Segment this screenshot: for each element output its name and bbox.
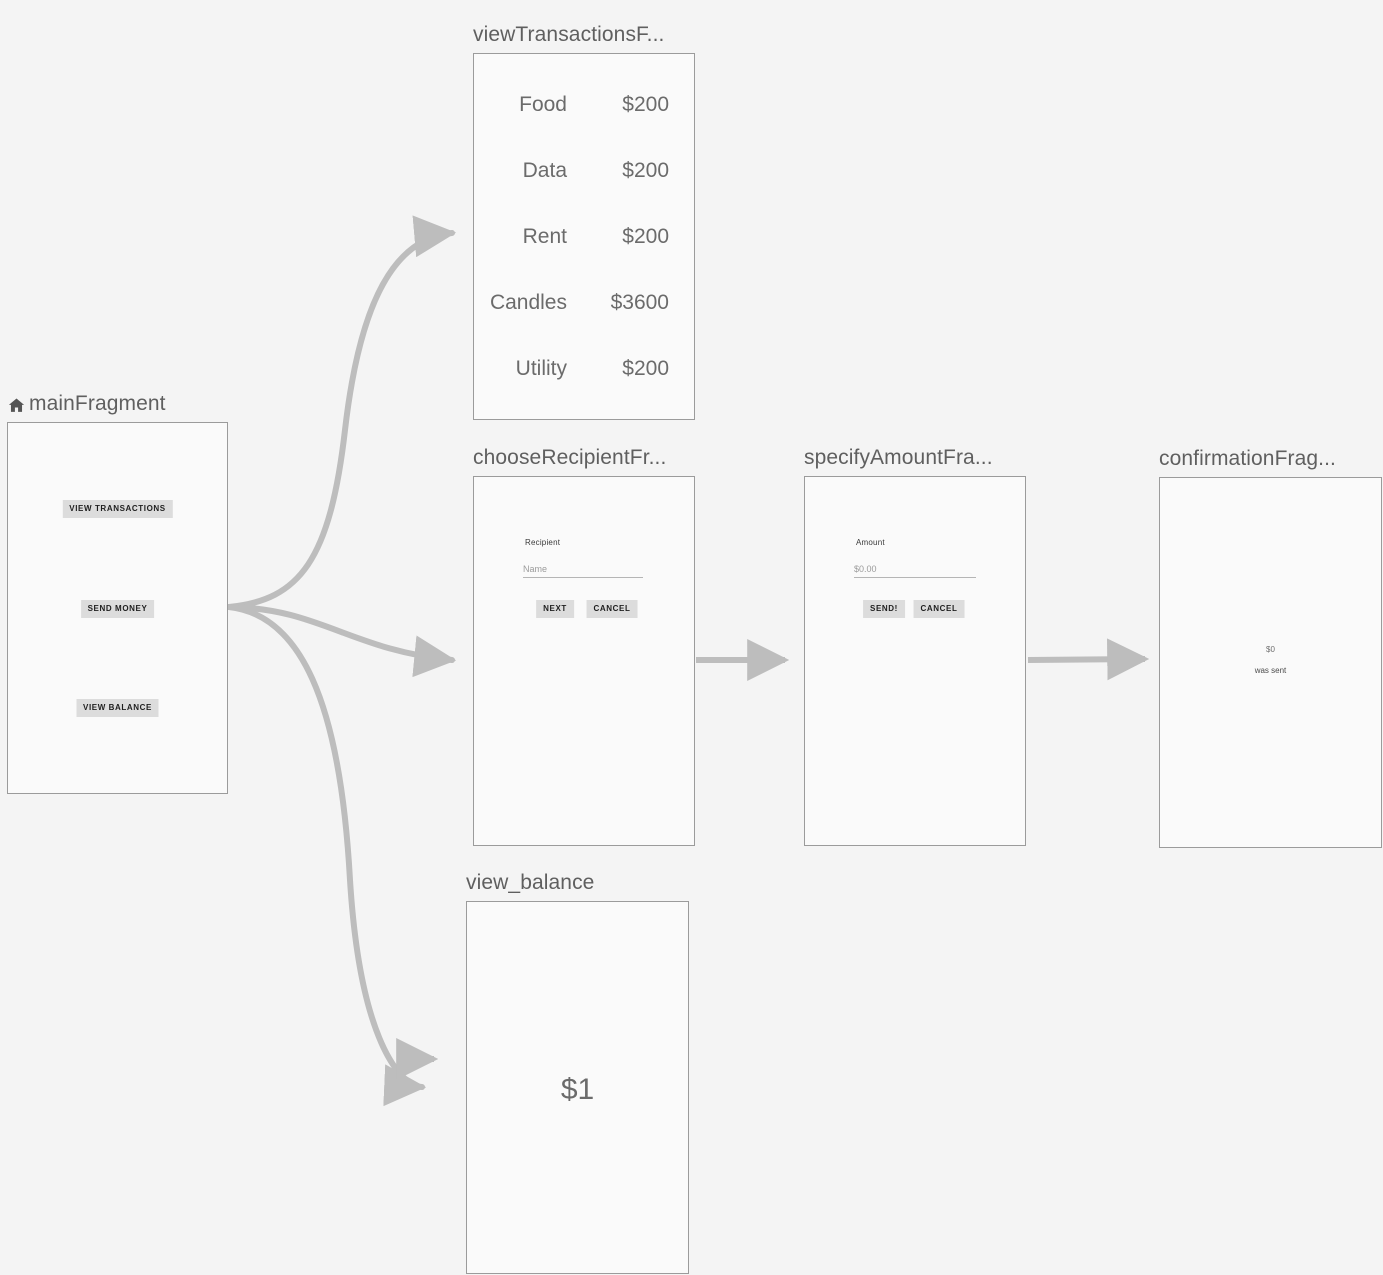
edge-main-to-view-balance bbox=[226, 604, 427, 1107]
node-frame bbox=[466, 901, 689, 1274]
edge-main-to-transactions bbox=[226, 215, 457, 610]
node-confirmation-fragment[interactable]: confirmationFrag... $0 was sent bbox=[1159, 447, 1382, 848]
specify-amount-form: Amount $0.00 SEND! CANCEL bbox=[804, 476, 1026, 846]
edge-main-to-choose-recipient bbox=[226, 604, 457, 678]
table-row: Rent $200 bbox=[473, 225, 695, 249]
recipient-input[interactable]: Name bbox=[523, 564, 643, 578]
view-balance-content: $1 bbox=[466, 901, 689, 1274]
node-view-transactions-fragment[interactable]: viewTransactionsF... Food $200 Data $200… bbox=[473, 23, 695, 420]
transaction-amount: $200 bbox=[622, 93, 669, 116]
transaction-amount: $200 bbox=[622, 225, 669, 248]
confirmation-content: $0 was sent bbox=[1159, 477, 1382, 848]
transaction-name: Data bbox=[522, 159, 567, 182]
node-title-view-transactions: viewTransactionsF... bbox=[473, 23, 665, 46]
transaction-name: Candles bbox=[489, 291, 567, 314]
send-button[interactable]: SEND! bbox=[863, 600, 905, 618]
node-frame bbox=[473, 53, 695, 420]
amount-input[interactable]: $0.00 bbox=[854, 564, 976, 578]
node-frame bbox=[1159, 477, 1382, 848]
edge-specify-amount-to-confirmation bbox=[1027, 638, 1150, 681]
main-fragment-content: VIEW TRANSACTIONS SEND MONEY VIEW BALANC… bbox=[7, 422, 228, 794]
choose-recipient-form: Recipient Name NEXT CANCEL bbox=[473, 476, 695, 846]
cancel-button[interactable]: CANCEL bbox=[913, 600, 965, 618]
cancel-button[interactable]: CANCEL bbox=[586, 600, 638, 618]
send-money-button[interactable]: SEND MONEY bbox=[80, 600, 155, 618]
node-title-text: mainFragment bbox=[29, 392, 166, 415]
node-frame bbox=[473, 476, 695, 846]
node-specify-amount-fragment[interactable]: specifyAmountFra... Amount $0.00 SEND! C… bbox=[804, 446, 1026, 846]
amount-label: Amount bbox=[856, 538, 885, 547]
node-title-specify-amount: specifyAmountFra... bbox=[804, 446, 993, 469]
node-choose-recipient-fragment[interactable]: chooseRecipientFr... Recipient Name NEXT… bbox=[473, 446, 695, 846]
home-icon bbox=[7, 396, 26, 415]
recipient-label: Recipient bbox=[525, 538, 561, 547]
node-title-main-fragment: mainFragment bbox=[7, 392, 166, 416]
table-row: Food $200 bbox=[473, 93, 695, 117]
node-main-fragment[interactable]: mainFragment VIEW TRANSACTIONS SEND MONE… bbox=[7, 392, 228, 794]
transaction-amount: $200 bbox=[622, 159, 669, 182]
transactions-list: Food $200 Data $200 Rent $200 Candles $3… bbox=[473, 53, 695, 420]
node-title-choose-recipient: chooseRecipientFr... bbox=[473, 446, 667, 469]
node-frame bbox=[7, 422, 228, 794]
table-row: Utility $200 bbox=[473, 357, 695, 381]
transaction-amount: $3600 bbox=[610, 291, 669, 314]
balance-amount: $1 bbox=[560, 1073, 595, 1106]
node-title-view-balance: view_balance bbox=[466, 871, 595, 894]
transaction-name: Food bbox=[519, 93, 567, 116]
transaction-name: Utility bbox=[515, 357, 567, 380]
view-balance-button[interactable]: VIEW BALANCE bbox=[76, 699, 159, 717]
confirmation-amount: $0 bbox=[1266, 645, 1275, 654]
node-view-balance-fragment[interactable]: view_balance $1 bbox=[466, 871, 689, 1274]
table-row: Data $200 bbox=[473, 159, 695, 183]
transaction-amount: $200 bbox=[622, 357, 669, 380]
transaction-name: Rent bbox=[522, 225, 567, 248]
node-title-confirmation: confirmationFrag... bbox=[1159, 447, 1336, 470]
view-transactions-button[interactable]: VIEW TRANSACTIONS bbox=[62, 500, 173, 518]
confirmation-message: was sent bbox=[1254, 666, 1287, 675]
table-row: Candles $3600 bbox=[473, 291, 695, 315]
next-button[interactable]: NEXT bbox=[536, 600, 574, 618]
node-frame bbox=[804, 476, 1026, 846]
